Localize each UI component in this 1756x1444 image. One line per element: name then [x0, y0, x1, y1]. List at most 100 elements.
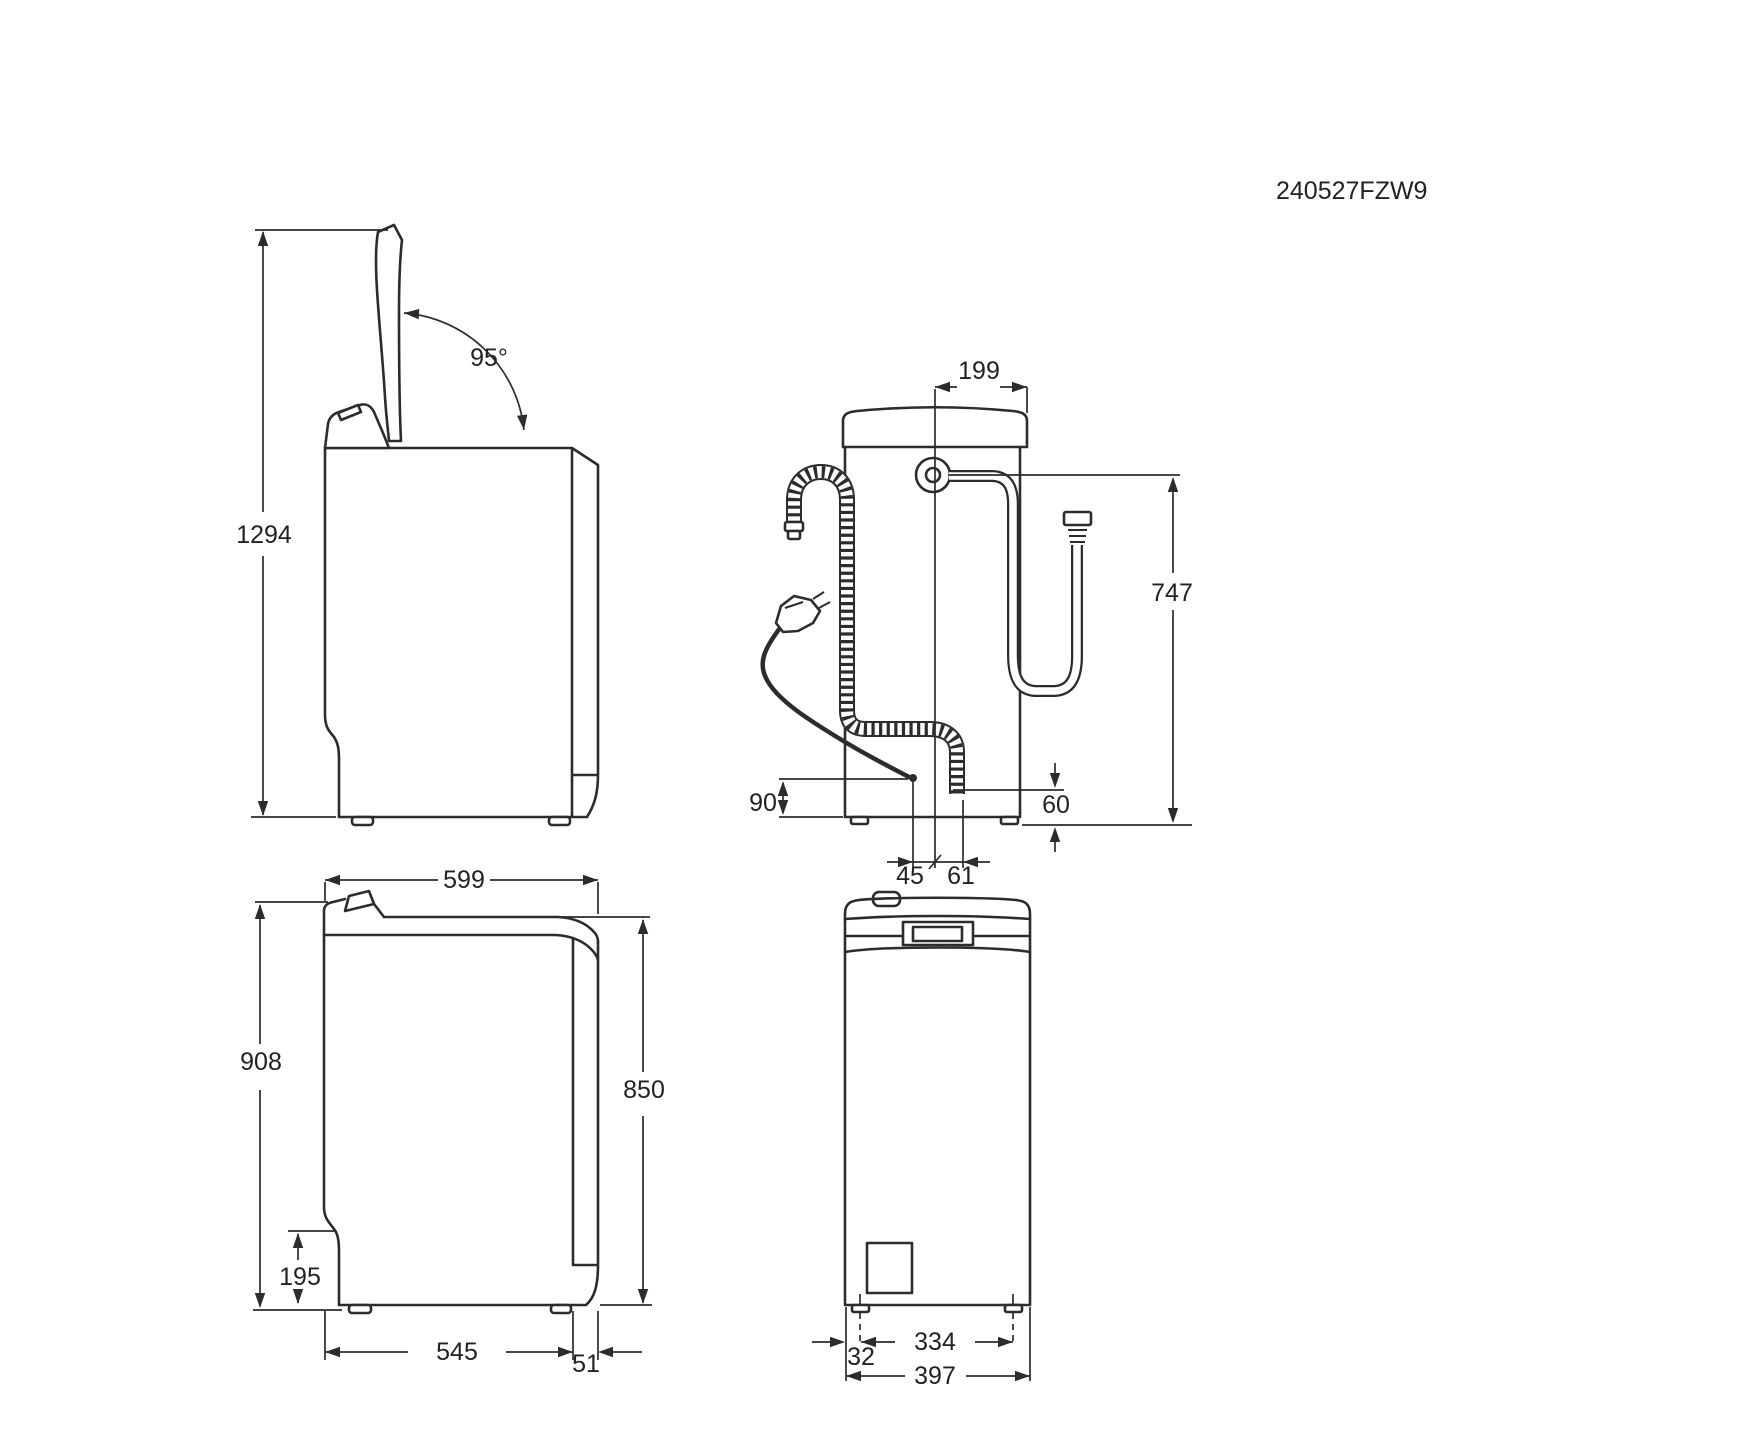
dimension-lid-angle: 95° — [403, 307, 530, 431]
dimension-cord-height: 90 — [749, 778, 908, 818]
drain-hose-core — [788, 465, 963, 794]
arrowhead — [403, 307, 420, 320]
dim-lines — [324, 1311, 574, 1360]
arrowhead — [998, 1336, 1013, 1348]
arrowhead — [254, 904, 266, 919]
inlet-hose-fitting — [1062, 510, 1093, 527]
arrowhead — [558, 1346, 573, 1358]
arrowhead — [583, 874, 598, 886]
dimension-front-panel: 51 — [572, 1311, 642, 1378]
dim-lines — [948, 474, 1180, 821]
drain-hose-ribs — [788, 465, 963, 794]
machine-body — [843, 896, 1032, 1307]
dim-body-height-label: 850 — [623, 1076, 665, 1104]
side-view-lid-closed: 599 908 850 195 545 — [240, 866, 665, 1378]
machine-foot — [549, 1303, 573, 1315]
top-band-seam — [843, 914, 1032, 921]
arrowhead — [830, 1336, 845, 1348]
machine-foot — [347, 1303, 373, 1315]
machine-body — [843, 445, 1022, 819]
machine-foot — [999, 815, 1020, 826]
dim-lines — [845, 1307, 1031, 1381]
arrowhead — [598, 1346, 613, 1358]
dim-lines — [887, 389, 990, 870]
arrowhead — [846, 1370, 861, 1382]
arrowhead — [254, 1293, 266, 1308]
dim-total-height-label: 908 — [240, 1048, 282, 1076]
dim-lines — [324, 879, 599, 914]
machine-body — [323, 446, 600, 819]
arrowhead — [637, 1289, 649, 1304]
arrowhead — [292, 1233, 304, 1248]
closed-lid — [322, 897, 600, 944]
arrowhead — [1049, 827, 1061, 842]
part-number: 240527FZW9 — [1276, 177, 1427, 205]
inlet-hose — [949, 470, 1093, 697]
dim-feet-span-label: 334 — [914, 1328, 956, 1356]
arrowhead — [935, 381, 950, 393]
arrowhead — [777, 781, 789, 796]
lid-hinge-tab — [343, 889, 376, 913]
foot-center-ticks — [859, 1294, 1014, 1305]
dim-base-depth-label: 545 — [436, 1338, 478, 1366]
control-panel-display — [911, 925, 964, 943]
dim-depth-label: 599 — [443, 866, 485, 894]
machine-body — [322, 933, 600, 1307]
foot-center-extension — [859, 1313, 1014, 1343]
dim-rear-recess-label: 195 — [279, 1263, 321, 1291]
drain-hose — [783, 463, 965, 794]
inlet-hose-fitting-ribs — [1068, 529, 1087, 543]
dimension-depth: 599 — [324, 866, 599, 914]
arrowhead — [637, 919, 649, 934]
angle-arc — [403, 312, 525, 431]
arrowhead — [1167, 808, 1179, 823]
arrowhead — [1015, 1370, 1030, 1382]
dim-lines — [779, 778, 908, 818]
machine-foot — [850, 1303, 871, 1314]
arrowhead — [1012, 381, 1027, 393]
machine-foot — [849, 815, 870, 826]
dim-inlet-offset-label: 199 — [958, 357, 1000, 385]
arrowhead — [292, 1289, 304, 1304]
dim-cord-height-label: 90 — [749, 789, 777, 817]
dim-lines — [561, 916, 652, 1306]
inlet-hose-core — [949, 472, 1081, 695]
front-view: 334 32 397 — [812, 890, 1032, 1390]
drain-hose-fitting — [783, 520, 805, 533]
drain-hose-outline — [786, 463, 965, 794]
dimension-base-depth: 545 — [324, 1311, 574, 1366]
dimension-drain-height: 60 — [953, 763, 1070, 852]
power-cord-exit-point — [909, 774, 917, 782]
dim-front-panel-label: 51 — [572, 1350, 600, 1378]
side-view-lid-open: 95° 1294 — [236, 223, 600, 827]
power-plug — [774, 594, 822, 634]
arrowhead — [1167, 477, 1179, 492]
power-plug-prongs — [784, 591, 831, 609]
dimension-feet-span: 334 — [861, 1328, 1013, 1356]
lower-band-seam — [843, 946, 1032, 954]
power-cord — [760, 625, 912, 780]
arrowhead — [325, 1346, 340, 1358]
water-inlet-valve-center — [924, 466, 942, 484]
dim-inlet-hose-height-label: 747 — [1151, 579, 1193, 607]
dimension-body-height: 850 — [561, 916, 665, 1306]
drain-hose-fitting — [786, 529, 802, 541]
machine-foot — [350, 815, 375, 827]
dimension-inlet-offset: 199 — [935, 357, 1028, 413]
dimension-open-height: 1294 — [236, 229, 388, 818]
dim-open-height-label: 1294 — [236, 521, 292, 549]
lid-angle-label: 95° — [470, 344, 508, 372]
dimension-inlet-hose-height: 747 — [948, 474, 1193, 823]
machine-foot — [1003, 1303, 1024, 1314]
rear-view: 199 747 60 90 45 61 — [749, 357, 1193, 890]
open-lid — [374, 223, 404, 443]
arrowhead — [1049, 773, 1061, 788]
dim-drain-height-label: 60 — [1042, 791, 1070, 819]
dim-drain-offset-label: 61 — [947, 862, 975, 890]
arrowhead — [325, 874, 340, 886]
lid-hinge-tab — [336, 403, 363, 422]
dim-cord-offset-label: 45 — [896, 862, 924, 890]
machine-foot — [547, 815, 572, 827]
